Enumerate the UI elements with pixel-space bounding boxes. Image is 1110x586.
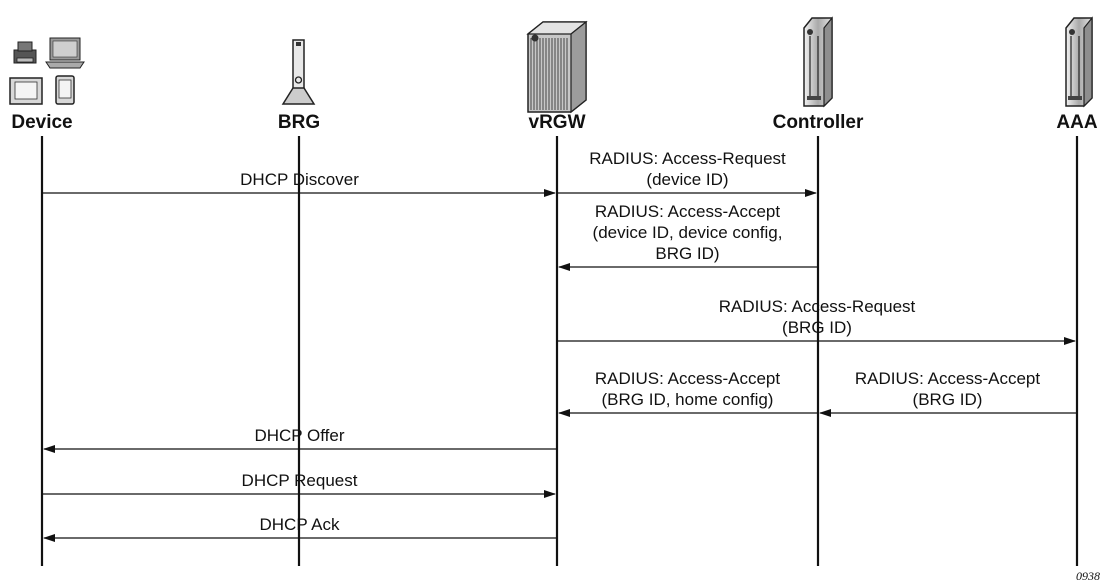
message-label: (BRG ID) [913,390,983,409]
participant-label-brg: BRG [278,112,320,133]
message-label: DHCP Offer [254,426,344,445]
message-label: RADIUS: Access-Request [719,297,916,316]
message-label: DHCP Request [242,471,358,490]
figure-number: 0938 [1076,569,1100,583]
message-label: RADIUS: Access-Accept [855,369,1040,388]
participant-label-aaa: AAA [1056,112,1097,133]
message: DHCP Offer [43,426,557,453]
message-label: RADIUS: Access-Request [589,149,786,168]
bridged-residential-gateway-icon [281,39,316,105]
message: DHCP Request [42,471,556,498]
end-user-devices-icon [9,37,85,105]
participant-label-controller: Controller [773,112,864,133]
message-label: RADIUS: Access-Accept [595,202,780,221]
server-tower-icon [803,16,833,108]
server-rack-icon [526,20,588,114]
participant-label-vrgw: vRGW [529,112,586,133]
message: RADIUS: Access-Request (BRG ID) [557,297,1076,345]
message-label: (device ID) [646,170,728,189]
message-label: RADIUS: Access-Accept [595,369,780,388]
message: RADIUS: Access-Accept (device ID, device … [558,202,818,271]
message: DHCP Ack [43,515,557,542]
server-tower-icon [1065,16,1093,108]
message: DHCP Discover [42,170,556,197]
message-label: (BRG ID) [782,318,852,337]
message: RADIUS: Access-Request (device ID) [557,149,817,197]
message-label: (BRG ID, home config) [602,390,774,409]
message-label: BRG ID) [655,244,719,263]
message-label: (device ID, device config, [593,223,783,242]
message-label: DHCP Discover [240,170,359,189]
message-label: DHCP Ack [260,515,340,534]
message: RADIUS: Access-Accept (BRG ID, home confi… [558,369,818,417]
participant-label-device: Device [11,112,72,133]
message: RADIUS: Access-Accept (BRG ID) [819,369,1077,417]
